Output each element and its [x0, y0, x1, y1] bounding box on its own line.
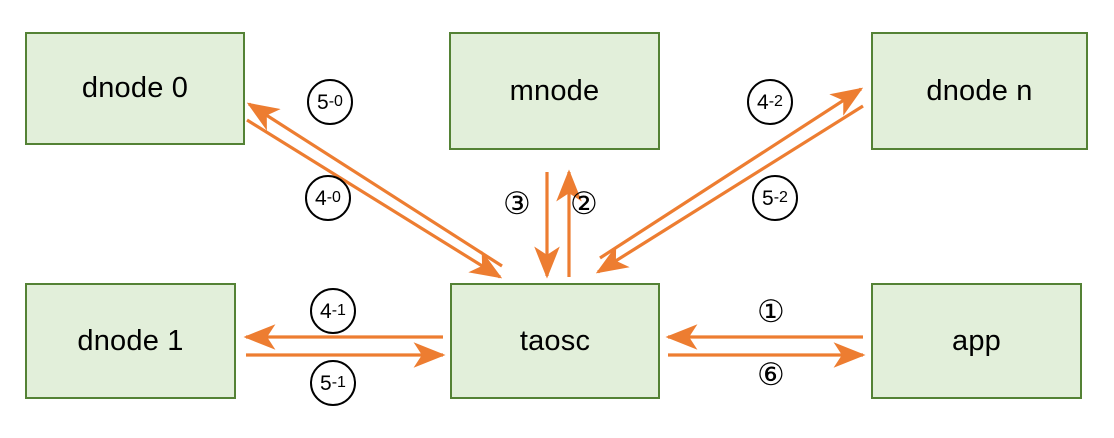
edge-label-4-2-sub: -2 — [768, 93, 783, 110]
edge-label-5-1: 5 -1 — [310, 360, 356, 406]
node-dnode-1[interactable]: dnode 1 — [25, 283, 236, 399]
edge-label-5-0-sub: -0 — [328, 93, 343, 110]
edge-label-4-1-main: 4 — [320, 299, 332, 323]
node-label-dnode-1: dnode 1 — [77, 324, 184, 357]
edge-label-4-2: 4 -2 — [747, 79, 793, 125]
edge-label-5-0-main: 5 — [317, 90, 329, 114]
node-label-app: app — [952, 324, 1001, 357]
node-mnode[interactable]: mnode — [449, 32, 660, 150]
edge-label-4-1-sub: -1 — [331, 302, 346, 319]
node-label-taosc: taosc — [519, 324, 591, 357]
edge-5-0-arrow — [246, 102, 503, 268]
edge-label-4-0-main: 4 — [315, 186, 327, 210]
edge-4-2-arrow — [599, 87, 864, 260]
edge-4-0-arrow — [246, 118, 503, 279]
edge-label-3: ③ — [503, 186, 531, 221]
edge-label-1: ① — [757, 294, 785, 329]
edge-5-2-arrow — [595, 104, 864, 274]
edge-label-6: ⑥ — [757, 357, 785, 392]
node-taosc[interactable]: taosc — [450, 283, 660, 399]
node-label-dnode-0: dnode 0 — [81, 72, 189, 104]
edge-label-4-0: 4 -0 — [305, 175, 351, 221]
edge-label-5-2-main: 5 — [762, 186, 774, 210]
edge-label-5-0: 5 -0 — [307, 79, 353, 125]
edge-label-5-1-sub: -1 — [331, 374, 346, 391]
edge-label-5-1-main: 5 — [320, 371, 332, 395]
edge-label-5-2: 5 -2 — [752, 175, 798, 221]
node-app[interactable]: app — [871, 283, 1082, 399]
node-dnode-n[interactable]: dnode n — [871, 32, 1088, 150]
node-dnode-0[interactable]: dnode 0 — [25, 32, 245, 145]
edge-label-2: ② — [570, 186, 598, 221]
edge-label-4-1: 4 -1 — [310, 288, 356, 334]
edge-label-4-2-main: 4 — [757, 90, 769, 114]
edge-label-5-2-sub: -2 — [773, 189, 788, 206]
node-label-mnode: mnode — [509, 74, 600, 107]
node-label-dnode-n: dnode n — [926, 74, 1033, 107]
edge-label-4-0-sub: -0 — [326, 189, 341, 206]
